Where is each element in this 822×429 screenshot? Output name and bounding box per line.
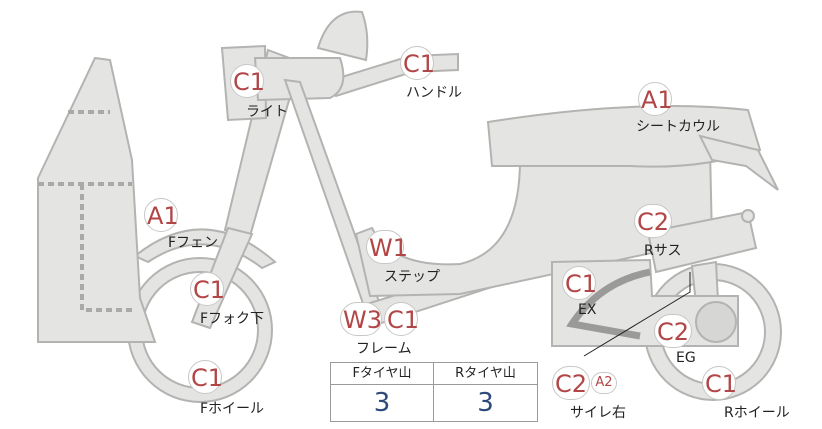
r-wheel-label: Rホイール [724,405,790,421]
ex-label: EX [578,302,597,318]
silencer-badge-1: A2 [591,372,617,394]
eg-badge-0: C2 [654,314,692,348]
r-sus-label: Rサス [644,243,682,259]
exhaust-pipe-shape [566,268,651,340]
handle-badge-0: C1 [400,46,435,80]
leg-shield-seams [38,110,132,312]
f-fender-badge-0: A1 [144,198,179,232]
handle-cover-shape [253,57,345,102]
front-tire-header: Fタイヤ山 [331,363,434,385]
windscreen-shape [316,10,369,62]
silencer-pointer-line [583,272,691,357]
frame-badge-0: W3 [340,302,382,336]
tire-tread-table: Fタイヤ山 Rタイヤ山 3 3 [330,362,538,422]
step-badge-0: W1 [366,230,408,264]
tail-cowl-shape [698,134,779,191]
rear-hub-shape [695,301,737,343]
rear-shock-shape [646,210,758,274]
handle-label: ハンドル [406,85,462,101]
step-label: ステップ [384,269,440,285]
rear-shock-mount-shape [741,209,755,223]
leg-shield-shape [37,56,157,343]
f-wheel-badge-0: C1 [188,360,223,394]
f-fender-label: Fフェン [168,235,219,251]
seat-cowl-label: シートカウル [636,119,720,135]
f-wheel-label: Fホイール [200,401,265,417]
frame-badge-1: C1 [384,302,419,336]
frame-label: フレーム [356,341,412,357]
silencer-badge-0: C2 [552,366,590,400]
light-label: ライト [246,104,288,120]
seat-cowl-badge-0: A1 [638,82,673,116]
front-tire-value: 3 [331,385,434,421]
f-fork-badge-0: C1 [190,272,225,306]
seat-shape [486,105,762,168]
ex-badge-0: C1 [562,266,597,300]
light-badge-0: C1 [230,64,265,98]
r-sus-badge-0: C2 [634,204,672,238]
eg-label: EG [676,350,696,366]
silencer-label: サイレ右 [570,405,626,421]
engine-shape [551,258,739,347]
f-fork-label: Fフォク下 [200,311,265,327]
r-wheel-badge-0: C1 [702,366,737,400]
rear-tire-header: Rタイヤ山 [434,363,537,385]
rear-tire-value: 3 [477,388,494,418]
